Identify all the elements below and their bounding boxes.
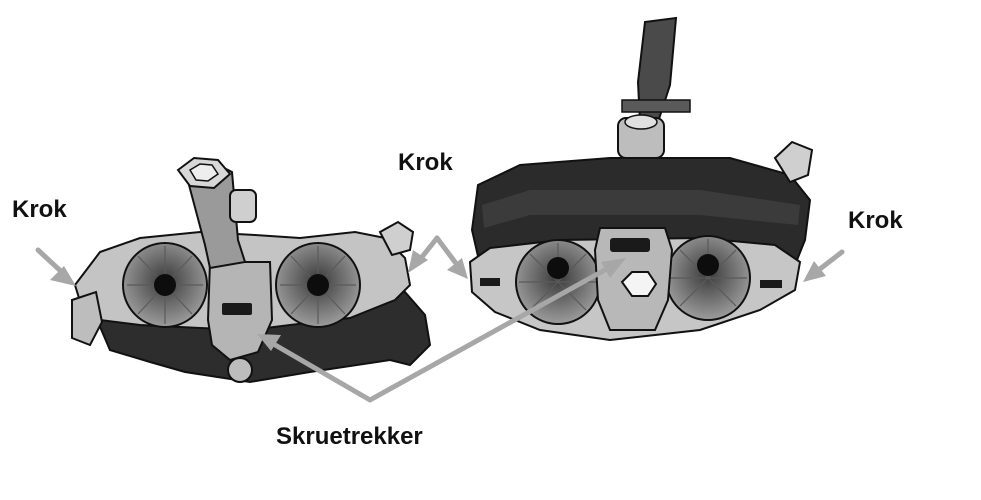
label-krok-center: Krok — [398, 149, 453, 176]
arrow-skrue-right — [367, 263, 615, 403]
caliper-left — [71, 156, 432, 384]
label-krok-right: Krok — [848, 207, 903, 234]
label-krok-left: Krok — [12, 196, 67, 223]
arrows — [35, 235, 845, 403]
caliper-right — [468, 16, 814, 342]
hex-bolt-socket — [620, 271, 658, 297]
label-screwdriver: Skruetrekker — [276, 423, 423, 450]
arrow-skrue-left — [267, 339, 373, 403]
arrow-krok-right — [813, 249, 845, 275]
arrow-krok-center-right — [434, 235, 461, 269]
